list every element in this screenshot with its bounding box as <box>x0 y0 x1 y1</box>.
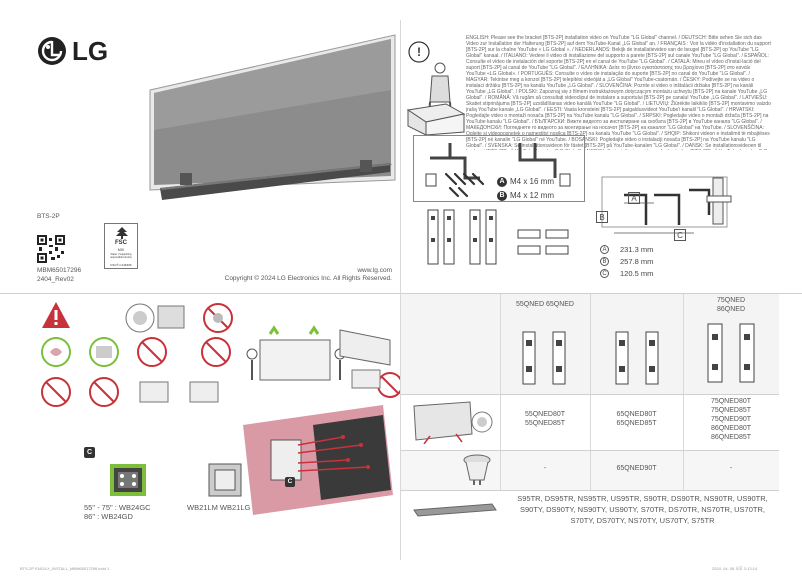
horizontal-divider <box>0 293 802 294</box>
vesa-mount-illustration <box>110 464 146 496</box>
warning-triangle-icon <box>42 302 70 328</box>
copyright: Copyright © 2024 LG Electronics Inc. All… <box>224 275 392 282</box>
spacing-label-b: B <box>596 211 608 223</box>
svg-text:!: ! <box>417 45 421 59</box>
spacer-icon <box>463 454 491 485</box>
screw-panel <box>413 135 585 202</box>
row1-col3: 75QNED80T 75QNED85T 75QNED90T 86QNED80T … <box>710 398 752 441</box>
table-col-line-1 <box>500 294 501 490</box>
row2-col3: - <box>729 465 733 472</box>
spacing-label-a: A <box>628 192 640 204</box>
center-divider <box>400 20 401 560</box>
row2-col1: - <box>543 465 547 472</box>
vesa-models: WB21LM WB21LG <box>187 503 251 512</box>
bracket-hooks-illustration <box>425 143 571 187</box>
qr-code-icon <box>37 235 65 263</box>
intro-multilingual-text: ENGLISH: Please see the bracket [BTS-2P]… <box>466 35 771 150</box>
dimension-letter-a: A <box>600 245 609 254</box>
screw-size-b: M4 x 12 mm <box>510 191 555 200</box>
wall-marker-c: C <box>285 477 295 487</box>
wall-mounting-illustration <box>243 405 393 515</box>
fsc-label: FSC <box>115 240 127 246</box>
row1-col1: 55QNED80T 55QNED85T <box>524 411 566 427</box>
lg-wordmark: LG <box>72 36 109 66</box>
dimension-letter-b: B <box>600 257 609 266</box>
bracket-parts-illustration <box>427 209 569 265</box>
table-hline-2 <box>401 450 779 451</box>
bracket-pair-col1 <box>522 331 566 385</box>
fsc-license: FSC® C146406 <box>110 263 132 267</box>
fsc-badge: FSC MIX Paper | Supporting responsible f… <box>104 223 138 269</box>
dimension-value-a: 231.3 mm <box>620 245 654 254</box>
screw-size-a: M4 x 16 mm <box>510 177 555 186</box>
screws-icon <box>444 172 485 198</box>
row1-col2: 65QNED80T 65QNED85T <box>616 411 657 427</box>
fsc-tree-icon <box>116 227 128 239</box>
dimension-letter-c: C <box>600 269 609 278</box>
bracket-pair-col2 <box>615 331 659 385</box>
bracket-pair-col3 <box>707 323 755 383</box>
person-with-box-illustration: ! <box>406 41 466 135</box>
step-marker-c: C <box>84 447 95 458</box>
fsc-sub: Paper | Supporting responsible forestry <box>110 253 132 259</box>
vesa-size-line2: 86" : WB24GD <box>84 512 133 521</box>
row3-models: S95TR, DS95TR, NS95TR, US95TR, S90TR, DS… <box>517 494 768 525</box>
table-col-line-2 <box>590 294 591 490</box>
print-strip-left: BTS-2P ENG/LX_INSTALL_MBM65017296.indd 1 <box>20 566 110 571</box>
screw-letter-b: B <box>497 191 507 201</box>
row2-col2: 65QNED90T <box>616 465 657 472</box>
lg-logo-icon <box>38 37 66 65</box>
vesa-size-line1: 55" - 75" : WB24GC <box>84 503 151 512</box>
revision: 2404_Rev02 <box>37 276 74 283</box>
wall-bracket-side-icon <box>706 177 732 225</box>
table-col-line-3 <box>683 294 684 490</box>
fsc-mix: MIX <box>117 248 125 252</box>
lg-logo: LG <box>37 36 117 66</box>
tv-back-illustration <box>413 401 493 444</box>
soundbar-icon <box>413 503 497 517</box>
dimension-value-c: 120.5 mm <box>620 269 654 278</box>
print-strip-right: 2024. 04. 08 오후 2:13:14 <box>712 566 758 571</box>
model-name: BTS-2P <box>37 213 60 220</box>
table-header-col-3: 75QNED 86QNED <box>716 297 745 313</box>
tv-soundbar-illustration <box>149 34 396 200</box>
table-header-col-1: 55QNED 65QNED <box>516 301 574 308</box>
screw-letter-a: A <box>497 177 507 187</box>
part-number: MBM65017296 <box>37 267 82 274</box>
table-hline-1 <box>401 394 779 395</box>
dimension-value-b: 257.8 mm <box>620 257 654 266</box>
table-hline-3 <box>401 490 779 491</box>
wall-plate-illustration <box>208 463 242 497</box>
dimension-list: A 231.3 mm B 257.8 mm C 120.5 mm <box>600 245 680 279</box>
safety-icons-grid <box>41 303 400 407</box>
website: www.lg.com <box>357 267 392 274</box>
spacing-label-c: C <box>674 229 686 241</box>
